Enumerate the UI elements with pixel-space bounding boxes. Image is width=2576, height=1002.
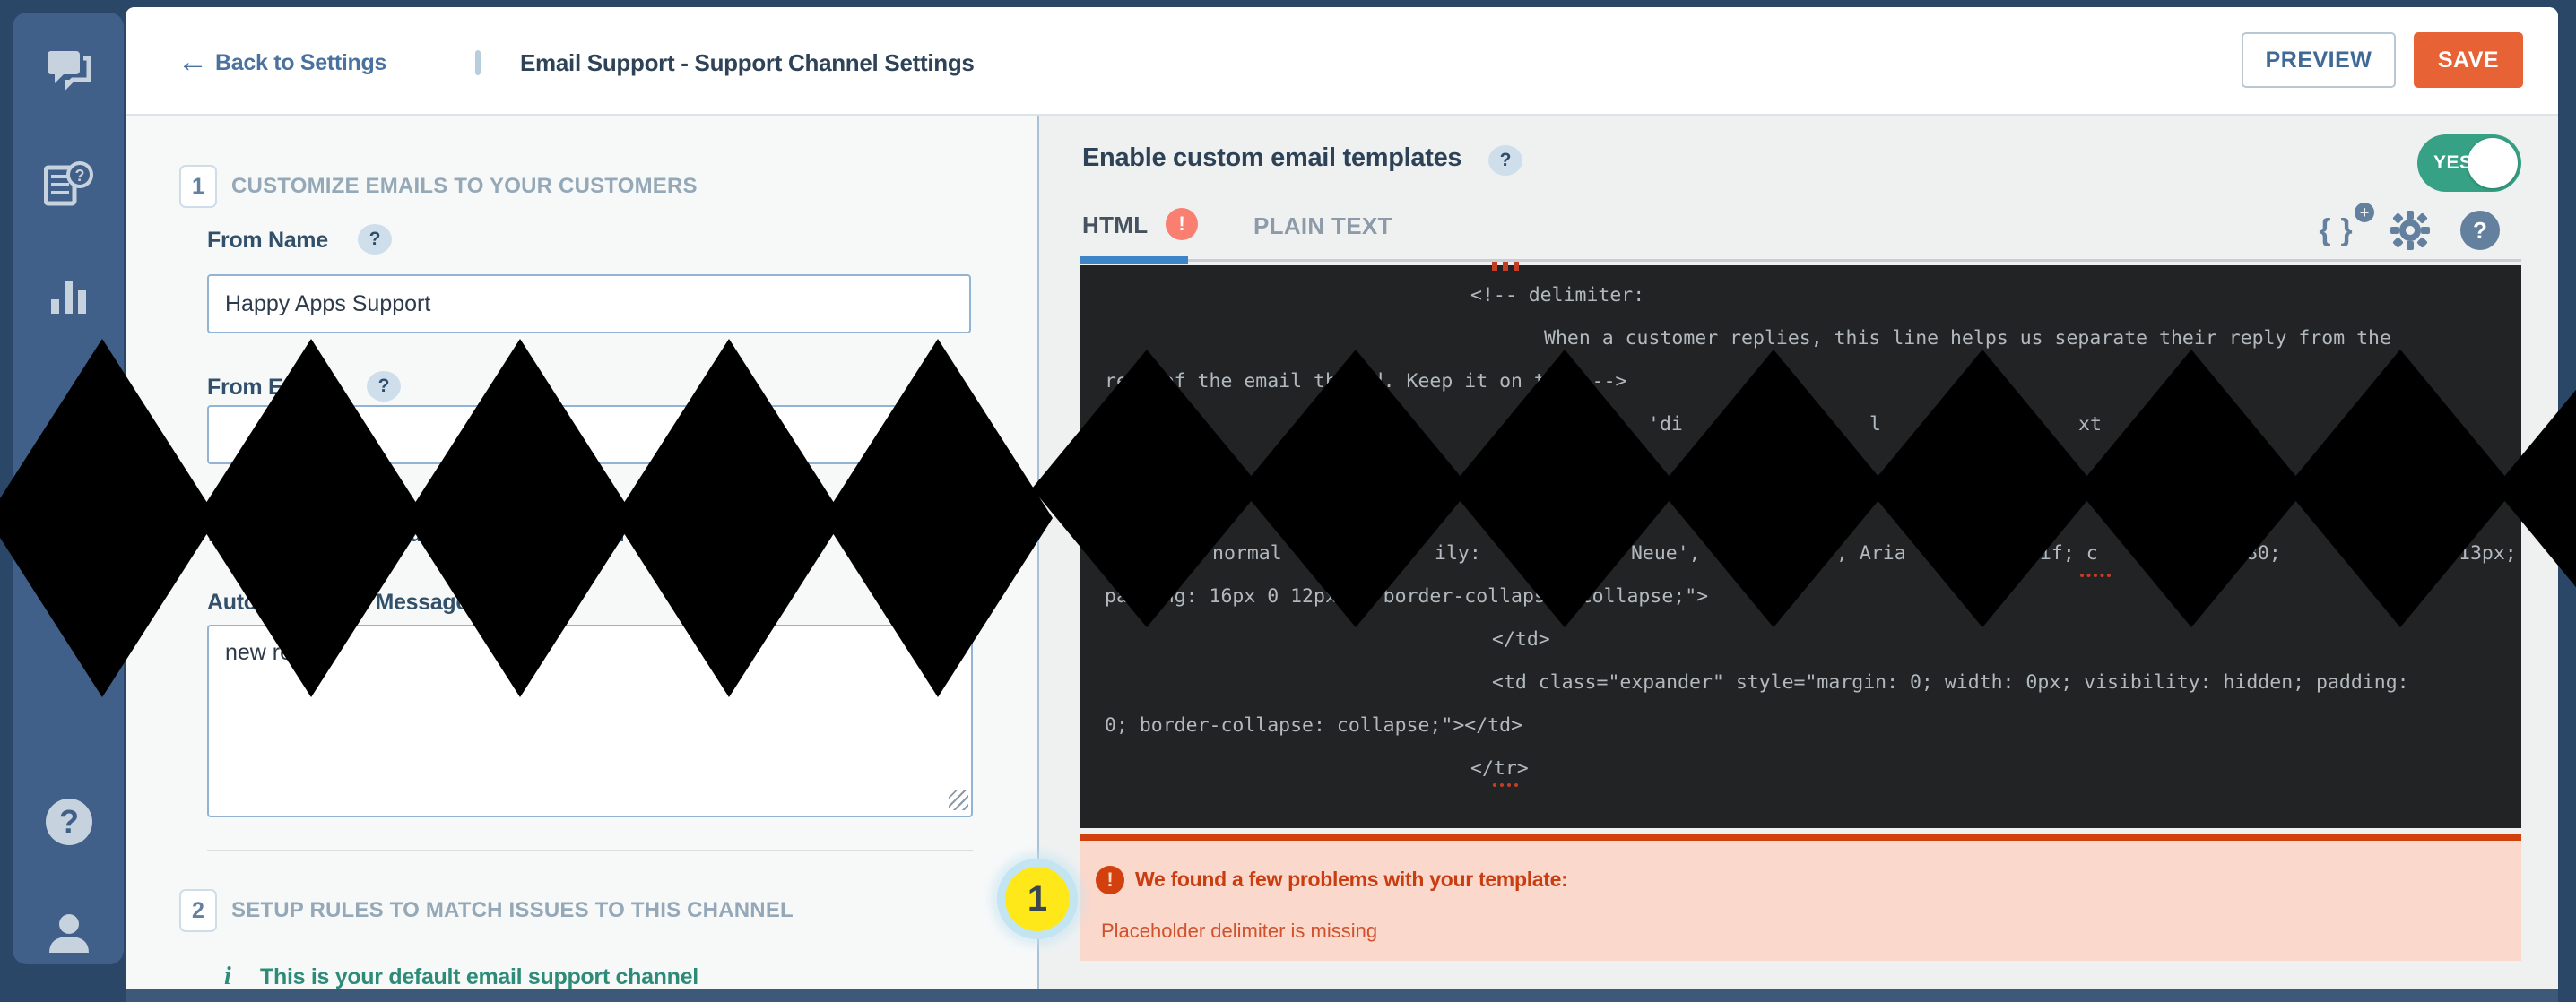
code-text: ily: [1435, 542, 1481, 565]
code-text: 13px; [2459, 542, 2517, 565]
settings-gear-icon[interactable] [2389, 209, 2432, 252]
profile-icon[interactable] [36, 902, 102, 968]
code-error-squiggle [1493, 780, 1518, 787]
html-template-editor[interactable]: <!-- delimiter: When a customer replies, … [1080, 265, 2521, 828]
code-text: padding: 16px 0 12px 0; border-collapse:… [1105, 585, 1709, 608]
red-error-tick [1492, 262, 1497, 271]
auto-response-label: Auto-Response Message [207, 590, 468, 615]
info-italic-i-icon: i [224, 963, 231, 990]
insert-placeholder-braces-icon[interactable]: { } [2319, 212, 2355, 247]
auto-response-help-badge[interactable]: ? [538, 586, 572, 617]
from-name-label: From Name [207, 228, 328, 253]
error-box-message: Placeholder delimiter is missing [1101, 920, 1378, 942]
back-to-settings-link[interactable]: Back to Settings [215, 50, 387, 75]
code-text: rif; c [2028, 542, 2098, 565]
section1-title: CUSTOMIZE EMAILS TO YOUR CUSTOMERS [231, 174, 698, 198]
section2-title: SETUP RULES TO MATCH ISSUES TO THIS CHAN… [231, 898, 794, 922]
sidebar: ? ? [0, 0, 126, 1002]
red-error-tick [1514, 262, 1519, 271]
back-arrow-icon[interactable]: ← [178, 45, 208, 79]
helper-text-fragment: rke [619, 523, 652, 547]
breadcrumb-separator [475, 50, 481, 75]
templates-help-badge[interactable]: ? [1488, 145, 1522, 176]
error-exclamation-icon: ! [1096, 866, 1124, 894]
red-error-tick [1503, 262, 1508, 271]
helper-text-fragment: Io [208, 523, 228, 547]
active-tab-underline [1080, 256, 1188, 264]
toggle-knob [2468, 138, 2518, 188]
svg-text:?: ? [75, 167, 85, 185]
code-text: 0; border-collapse: collapse;"></td> [1105, 714, 1522, 737]
save-button[interactable]: SAVE [2414, 32, 2523, 88]
bottom-section-bar [126, 989, 2558, 1002]
enable-templates-toggle[interactable]: YES [2417, 134, 2521, 192]
code-text: l [1869, 413, 1881, 436]
code-text: normal [1212, 542, 1282, 565]
editor-help-circle-icon[interactable]: ? [2460, 211, 2500, 250]
top-bar [126, 7, 2558, 116]
default-channel-note: This is your default email support chann… [260, 964, 698, 989]
insert-placeholder-plus-icon: + [2355, 203, 2374, 222]
textarea-resize-grip[interactable] [949, 790, 968, 810]
from-email-help-badge[interactable]: ? [367, 371, 401, 402]
code-text: When a customer replies, this line helps… [1544, 327, 2391, 350]
code-text: <td class="expander" style="margin: 0; w… [1492, 671, 2409, 694]
template-error-box [1080, 834, 2521, 961]
code-text: , Aria [1836, 542, 1906, 565]
tab-plain-text[interactable]: PLAIN TEXT [1253, 212, 1392, 239]
conversations-icon[interactable] [36, 36, 102, 102]
preview-button[interactable]: PREVIEW [2242, 32, 2396, 88]
code-text: <!-- delimiter: [1470, 284, 1645, 307]
code-error-squiggle [2080, 570, 2111, 577]
toggle-yes-label: YES [2433, 152, 2473, 173]
section1-number: 1 [179, 165, 217, 208]
section2-number: 2 [179, 889, 217, 932]
code-text: rest of the email thread. Keep it on top… [1105, 370, 1627, 393]
from-email-label: From Email [207, 375, 327, 400]
from-name-input[interactable] [207, 274, 971, 333]
code-text: xt [2078, 413, 2102, 436]
tab-html[interactable]: HTML [1082, 212, 1149, 238]
from-name-help-badge[interactable]: ? [358, 224, 392, 255]
code-text: 080; [2234, 542, 2281, 565]
page-title: Email Support - Support Channel Settings [520, 49, 975, 76]
svg-text:?: ? [59, 803, 79, 840]
auto-response-textarea[interactable]: new reply [207, 625, 973, 817]
tab-divider-line [1188, 259, 2521, 262]
code-text: </td> [1492, 628, 1550, 651]
html-tab-error-badge: ! [1166, 208, 1198, 240]
code-text: 'di [1648, 413, 1683, 436]
error-box-title: We found a few problems with your templa… [1135, 868, 1568, 891]
code-text: 'Neue', [1619, 542, 1701, 565]
from-email-input[interactable] [207, 405, 971, 464]
code-text: </tr> [1470, 757, 1529, 780]
reports-icon[interactable] [36, 264, 102, 331]
knowledge-base-icon[interactable]: ? [36, 151, 102, 217]
enable-templates-title: Enable custom email templates [1082, 143, 1462, 172]
annotation-marker-1: 1 [1005, 867, 1070, 931]
helper-text-fragment: ur [409, 523, 430, 547]
section-divider [207, 850, 973, 851]
help-icon[interactable]: ? [36, 789, 102, 855]
